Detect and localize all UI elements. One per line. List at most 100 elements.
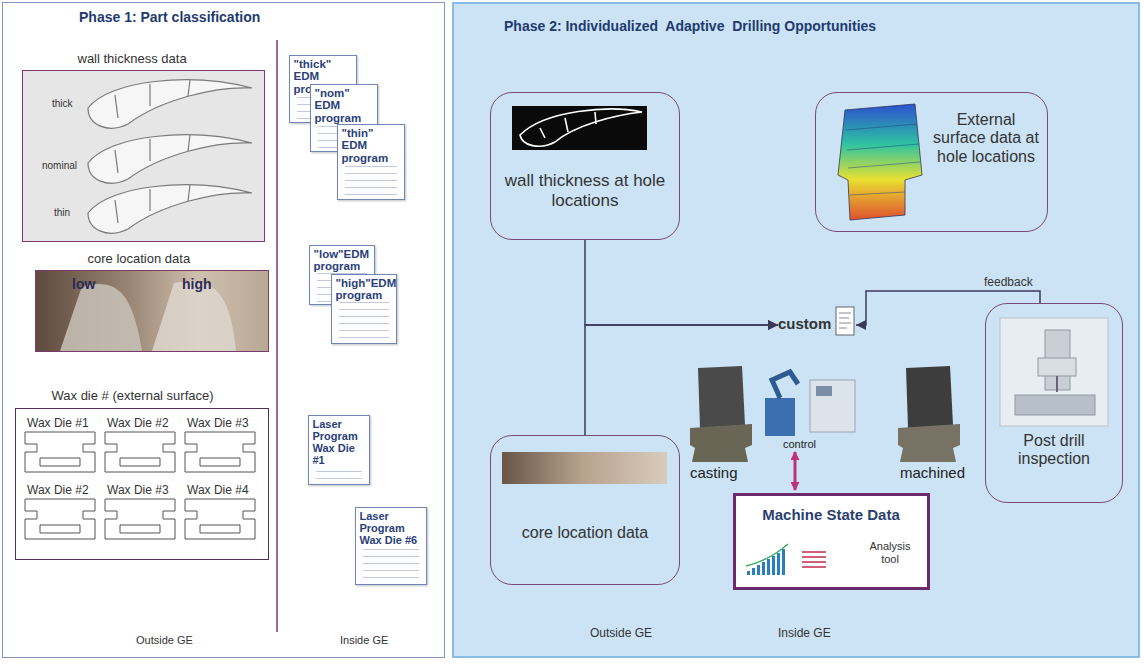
edge-label: feedback — [984, 275, 1033, 289]
trend-chart-icon — [746, 544, 788, 575]
program-sheet: Laser Program Wax Die #6 — [355, 507, 427, 585]
casting-part — [690, 366, 752, 462]
node-title: "thin" EDM program — [342, 127, 402, 165]
program-sheet-outline — [320, 437, 382, 507]
core-image — [502, 452, 667, 484]
program-sheet: "high"EDM program — [331, 274, 397, 344]
control-link-arrow — [794, 452, 797, 490]
stacked-program-sheets — [320, 437, 406, 548]
part-label: machined — [900, 464, 965, 481]
blade-root — [690, 424, 752, 462]
wax-die-outlines — [25, 432, 255, 539]
wax-die-inner — [40, 458, 240, 533]
connector-arrow — [585, 325, 778, 435]
node-title: "low"EDM program — [314, 248, 374, 273]
external-surface-image — [838, 104, 922, 220]
airfoil-scan — [520, 109, 642, 146]
node-title: "nom" EDM program — [315, 87, 375, 125]
section-label: thin — [54, 207, 70, 218]
die-label: Wax Die #1 — [27, 416, 89, 430]
chart-bar — [782, 549, 785, 575]
data-source-box: core location data — [490, 435, 680, 585]
custom-program-icon — [836, 307, 854, 335]
zone-label: Outside GE — [136, 634, 193, 646]
robot-arm — [772, 372, 798, 398]
wax-die-outline — [25, 432, 95, 472]
machine-base — [1015, 395, 1095, 415]
scan-stripes — [846, 124, 920, 195]
zone-label: Outside GE — [590, 626, 652, 640]
blade-root — [898, 424, 960, 462]
wax-die-outline — [105, 499, 175, 539]
program-sheet-outline — [344, 478, 406, 548]
data-box: core location data — [35, 270, 269, 352]
node-title: Wax die # (external surface) — [52, 389, 214, 404]
zone-label: Inside GE — [340, 634, 388, 646]
section-label: thick — [52, 98, 73, 109]
node-title: Machine State Data — [736, 506, 926, 523]
data-box: wall thickness data — [22, 70, 265, 242]
trend-line — [746, 544, 788, 566]
document-icon — [836, 307, 854, 335]
wax-die-outline — [185, 499, 255, 539]
die-label: Wax Die #2 — [107, 416, 169, 430]
chart-bar — [767, 559, 770, 575]
control-cabinet — [810, 380, 855, 432]
scan-image — [512, 106, 647, 150]
drilling-machine — [765, 372, 855, 436]
chart-bar — [762, 562, 765, 575]
node-title: Laser Program Wax Die #1 — [313, 418, 369, 466]
airfoil-nominal — [88, 135, 252, 183]
node-title: Phase 1: Part classification — [79, 9, 260, 25]
data-source-box: External surface data at hole locations — [815, 92, 1048, 232]
machine-state-box: Machine State DataAnalysis tool — [733, 493, 930, 590]
wax-die-outline — [105, 432, 175, 472]
machined-part — [898, 366, 960, 462]
chart-bar — [752, 568, 755, 575]
node-title: core location data — [88, 252, 191, 267]
program-sheet: Laser Program Wax Die #1 — [308, 415, 370, 485]
inspection-box: Post drill inspection — [985, 303, 1123, 503]
chart-bar — [747, 571, 750, 575]
blade-silhouette — [152, 281, 236, 351]
node-title: Post drill inspection — [994, 432, 1114, 469]
node-title: "thick" EDM program — [294, 58, 354, 96]
node-title: External surface data at hole locations — [932, 111, 1040, 166]
data-source-box: wall thickness at hole locations — [490, 92, 680, 240]
analysis-tool-icon — [802, 552, 826, 567]
wax-die-outline — [185, 432, 255, 472]
blade-silhouette — [60, 284, 142, 351]
blade-airfoil — [906, 366, 953, 428]
node-title: wall thickness at hole locations — [501, 171, 669, 210]
position-label: high — [182, 276, 212, 292]
divider-line — [276, 40, 278, 632]
part-label: casting — [690, 464, 738, 481]
program-sheet-outline — [332, 456, 394, 526]
machine-head — [1038, 358, 1076, 376]
die-label: Wax Die #3 — [187, 416, 249, 430]
die-label: Wax Die #4 — [187, 483, 249, 497]
program-sheet: "thin" EDM program — [337, 124, 405, 200]
machine-probe — [1056, 376, 1058, 392]
core-photo-blades — [60, 281, 236, 351]
cabinet-screen — [816, 386, 832, 396]
phase-panel: Phase 1: Part classification wall thickne… — [2, 2, 445, 658]
die-label: Wax Die #2 — [27, 483, 89, 497]
part-label: control — [783, 438, 816, 450]
inspection-machine — [1000, 318, 1108, 426]
airfoil-thick — [88, 80, 252, 128]
node-title: wall thickness data — [78, 52, 187, 67]
program-sheet: "low"EDM program — [309, 245, 375, 305]
airfoil-sections — [88, 80, 252, 233]
wax-die-outline — [25, 499, 95, 539]
die-label: Wax Die #3 — [107, 483, 169, 497]
zone-label: Inside GE — [778, 626, 831, 640]
wall-thickness-image — [512, 106, 647, 150]
airfoil-thin — [88, 185, 252, 233]
